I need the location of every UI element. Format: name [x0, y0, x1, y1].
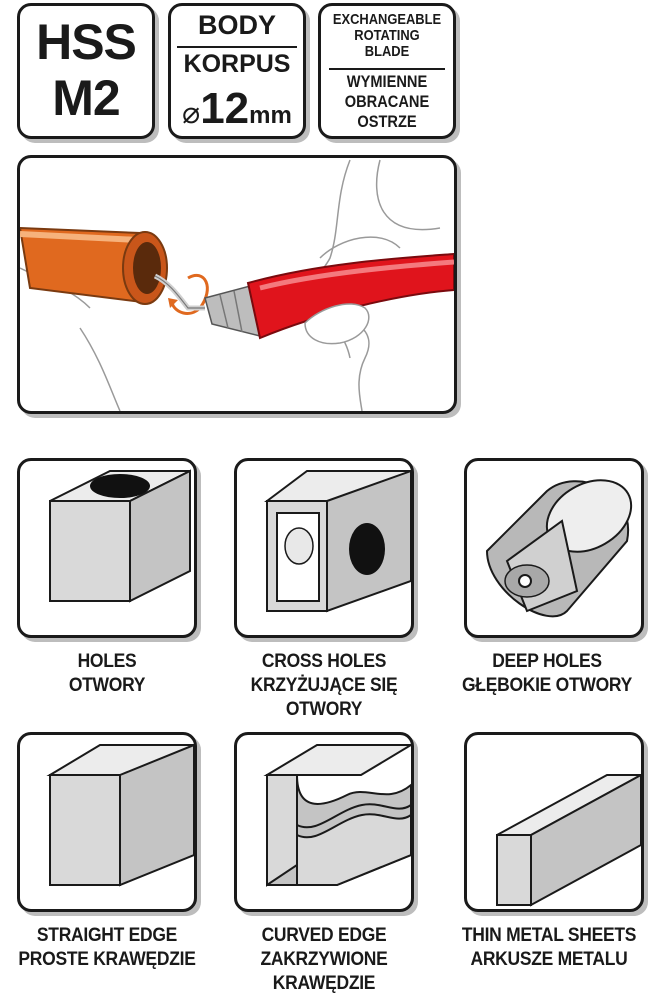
- tile-straight-edge: [17, 732, 197, 912]
- material-badge-line1: HSS: [36, 14, 137, 70]
- material-badge: HSS M2: [17, 3, 155, 139]
- caption-deep-holes: DEEP HOLES GŁĘBOKIE OTWORY: [461, 651, 632, 696]
- blade-pl-text: WYMIENNE OBRACANE OSTRZE: [344, 72, 430, 131]
- caption-straight-edge: STRAIGHT EDGE PROSTE KRAWĘDZIE: [18, 925, 196, 970]
- curved-edge-icon: [263, 744, 411, 887]
- caption-curved-edge: CURVED EDGE ZAKRZYWIONE KRAWĘDZIE: [260, 925, 388, 994]
- deep-holes-icon: [485, 479, 633, 618]
- tile-holes: [17, 458, 197, 638]
- cross-holes-icon: [264, 469, 411, 613]
- straight-edge-icon: [46, 743, 194, 887]
- blade-en-text: EXCHANGEABLE ROTATING BLADE: [332, 11, 442, 60]
- caption-holes: HOLES OTWORY: [68, 651, 146, 696]
- material-badge-line2: M2: [52, 70, 120, 126]
- body-diameter-badge: BODY KORPUS ⌀12mm: [168, 3, 306, 139]
- body-label: BODY: [197, 10, 276, 40]
- usage-illustration: [17, 155, 457, 414]
- blade-badge: EXCHANGEABLE ROTATING BLADE WYMIENNE OBR…: [318, 3, 456, 139]
- korpus-label: KORPUS: [177, 46, 297, 78]
- tile-cross-holes: [234, 458, 414, 638]
- deburring-tool-illustration: [20, 159, 454, 411]
- thin-metal-sheets-icon: [496, 773, 641, 907]
- tile-deep-holes: [464, 458, 644, 638]
- tile-thin-metal-sheets: [464, 732, 644, 912]
- diameter-icon: ⌀: [182, 97, 201, 130]
- caption-cross-holes: CROSS HOLES KRZYŻUJĄCE SIĘ OTWORY: [250, 651, 398, 720]
- tile-curved-edge: [234, 732, 414, 912]
- caption-thin-metal-sheets: THIN METAL SHEETS ARKUSZE METALU: [461, 925, 637, 970]
- diameter-value: ⌀12mm: [182, 84, 292, 133]
- blade-divider: [329, 68, 445, 70]
- holes-icon: [49, 469, 191, 603]
